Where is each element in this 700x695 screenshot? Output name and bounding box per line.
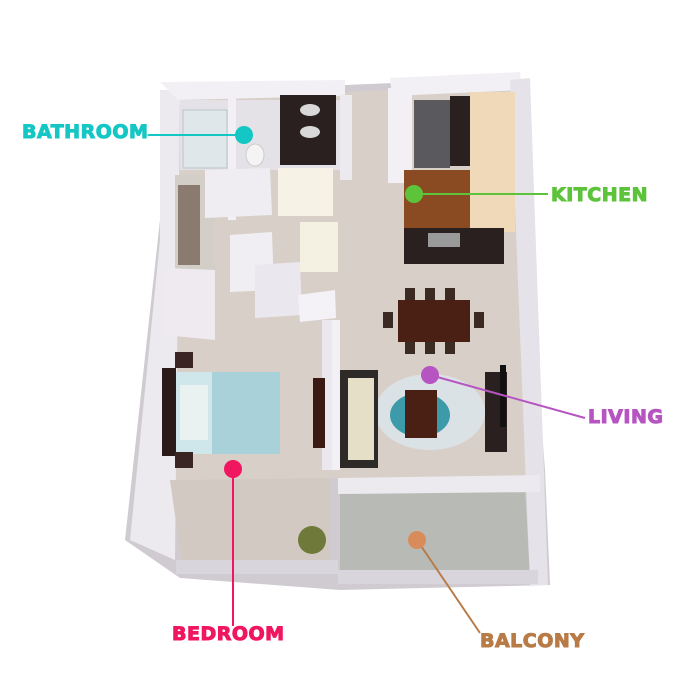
- kitchen-cabinets: [470, 92, 515, 232]
- shower: [182, 109, 228, 169]
- bedroom-label: BEDROOM: [172, 623, 285, 646]
- linen-closet: [278, 168, 333, 216]
- closet-wall: [165, 268, 215, 340]
- hall-door: [298, 290, 336, 322]
- sink-2: [300, 126, 320, 138]
- kitchen-wall-left: [388, 88, 412, 183]
- dining-table: [398, 300, 470, 342]
- dining-chair-2: [425, 288, 435, 300]
- coffee-table: [405, 390, 437, 438]
- nightstand-bottom: [175, 452, 193, 468]
- hall-wall-a: [205, 168, 272, 218]
- nightstand-top: [175, 352, 193, 368]
- island-sink: [428, 233, 460, 247]
- living-leader: [429, 374, 586, 419]
- bathroom-wall-inner: [228, 95, 236, 220]
- bed-blanket: [212, 372, 280, 454]
- dresser: [313, 378, 325, 448]
- refrigerator: [414, 100, 450, 168]
- bedroom-area: [162, 320, 332, 565]
- potted-plant: [298, 526, 326, 554]
- dining-area: [383, 288, 484, 354]
- bedroom-front-wall: [176, 560, 338, 574]
- bedroom-floor-front: [170, 478, 330, 565]
- balcony-label: BALCONY: [480, 630, 585, 653]
- bathroom-door-frame: [340, 95, 352, 180]
- hall-wall-c: [255, 262, 302, 318]
- bathroom-label: BATHROOM: [21, 121, 149, 144]
- pillows: [180, 385, 208, 440]
- dining-chair-3: [445, 288, 455, 300]
- dining-chair-8: [474, 312, 484, 328]
- kitchen-label: KITCHEN: [551, 184, 648, 207]
- living-marker: [421, 366, 439, 384]
- sink-1: [300, 104, 320, 116]
- balcony-front-wall: [338, 570, 538, 584]
- outer-wall-right: [510, 78, 548, 585]
- dining-chair-7: [383, 312, 393, 328]
- balcony-area: [176, 475, 540, 584]
- dining-chair-4: [405, 342, 415, 354]
- living-label: LIVING: [587, 406, 664, 429]
- dining-chair-1: [405, 288, 415, 300]
- utility-closet: [300, 222, 338, 272]
- kitchen-area: [388, 88, 515, 264]
- balcony-floor: [340, 488, 530, 578]
- bedroom-wall-divider: [322, 320, 332, 470]
- balcony-leader: [416, 539, 481, 634]
- bathroom-area: [180, 95, 352, 220]
- outer-wall-top-right: [390, 72, 522, 96]
- closet-area: [165, 168, 338, 340]
- kitchen-marker: [405, 185, 423, 203]
- dining-chair-6: [445, 342, 455, 354]
- headboard: [162, 368, 176, 456]
- closet-clothes: [178, 185, 200, 265]
- bedroom-marker: [224, 460, 242, 478]
- sofa-seat: [348, 378, 374, 460]
- balcony-railing-wall: [338, 475, 540, 494]
- living-wall-divider: [330, 320, 340, 470]
- bathroom-marker: [235, 126, 253, 144]
- toilet: [245, 143, 265, 167]
- dining-chair-5: [425, 342, 435, 354]
- balcony-marker: [408, 531, 426, 549]
